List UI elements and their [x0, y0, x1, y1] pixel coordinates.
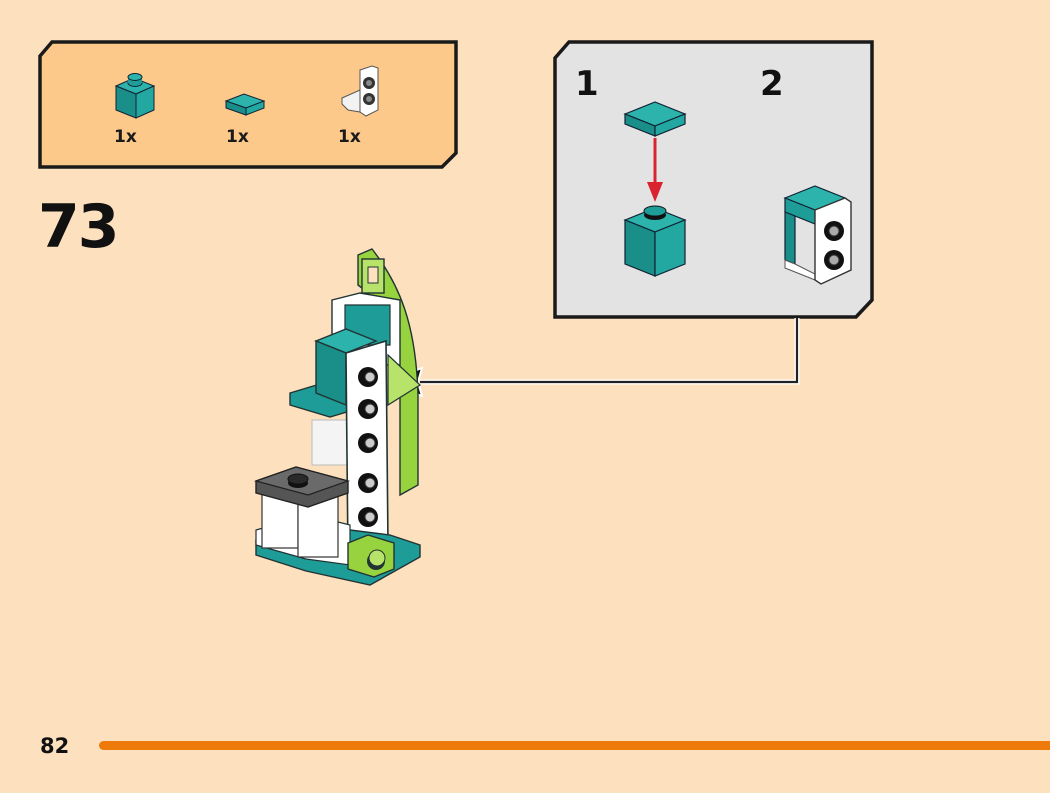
main-model-illustration: [253, 248, 421, 586]
white-bracket-icon: [341, 65, 379, 117]
sub-step-number: 2: [760, 64, 784, 104]
sub-step-2-graphic: [783, 185, 852, 285]
sub-step-1-graphic: [623, 101, 687, 277]
teal-tile-1x1-icon: [224, 93, 266, 116]
step-number: 73: [38, 192, 119, 262]
sub-assembly-callout: 1 2: [553, 40, 874, 319]
page-progress-bar: [99, 741, 1050, 750]
page-number: 82: [40, 734, 70, 758]
sub-step-number: 1: [575, 64, 599, 104]
teal-brick-1x1-icon: [623, 205, 687, 277]
parts-list-callout: 1x 1x 1x: [38, 40, 458, 169]
teal-tile-1x1-icon: [623, 101, 687, 137]
part-quantity: 1x: [114, 127, 137, 147]
part-quantity: 1x: [338, 127, 361, 147]
callout-connector-arrow: [383, 318, 800, 398]
red-down-arrow-icon: [647, 138, 663, 202]
teal-brick-1x1-icon: [114, 73, 156, 119]
part-quantity: 1x: [226, 127, 249, 147]
